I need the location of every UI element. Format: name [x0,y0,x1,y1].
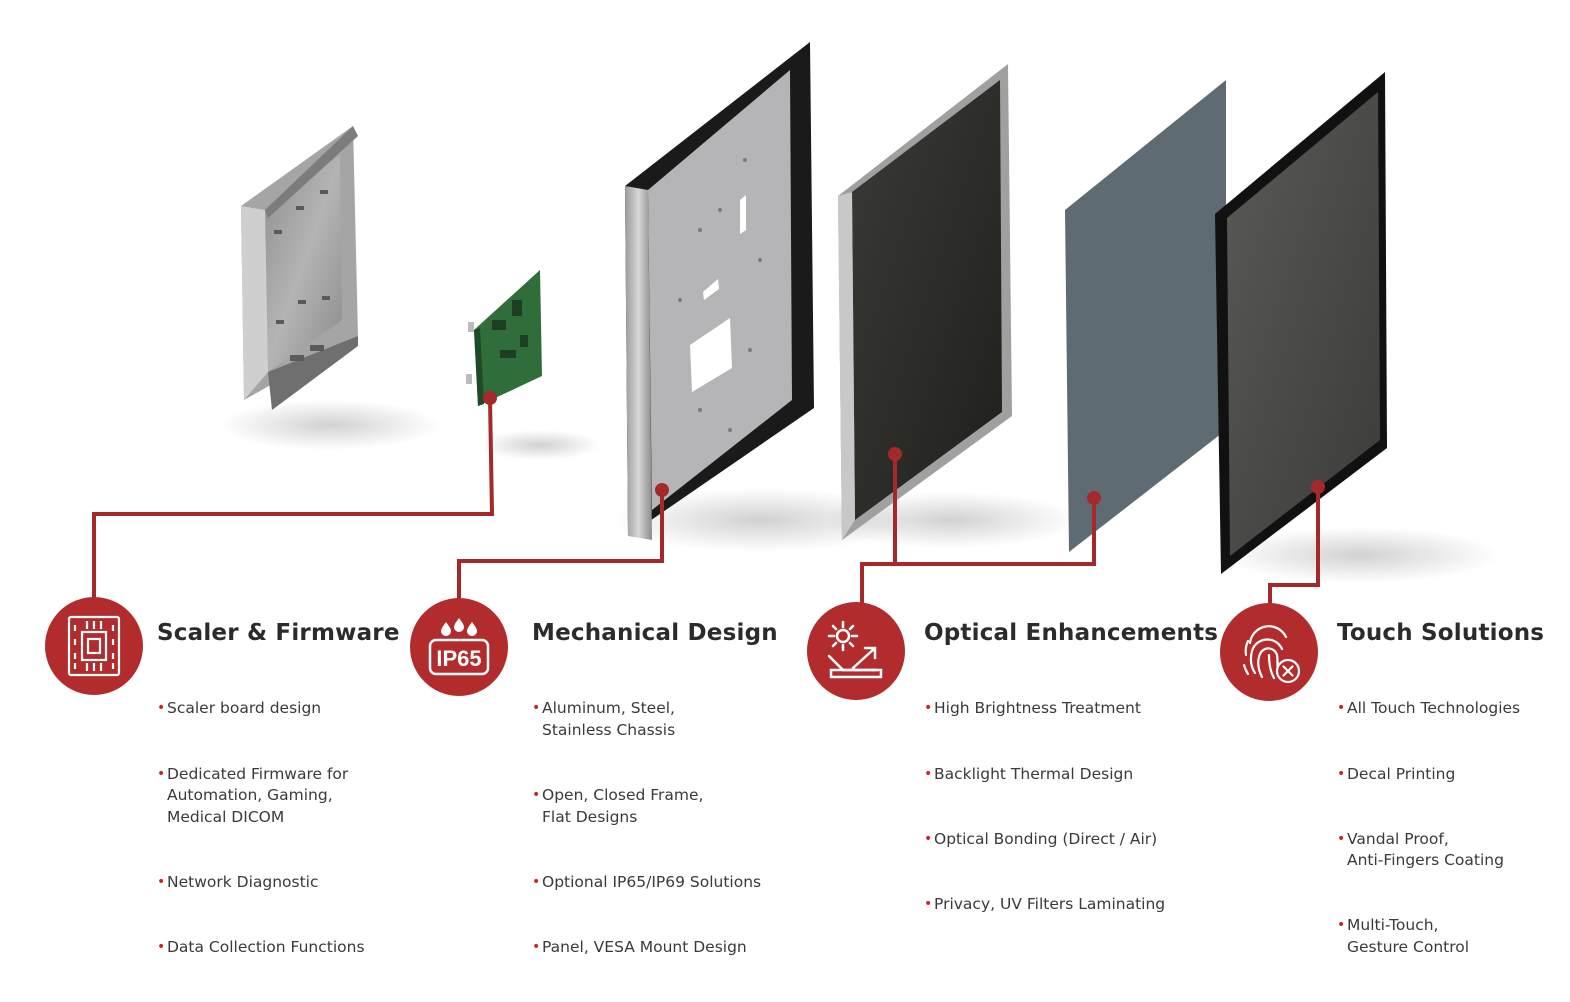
frame-shadow [610,488,910,552]
chassis-shadow [220,400,440,450]
bullet-item: Dedicated Firmware for Automation, Gamin… [157,764,365,829]
feature-bullets: Scaler board design Dedicated Firmware f… [157,655,365,1002]
bullet-item: Optical Bonding (Direct / Air) [924,829,1165,851]
bullet-item: Scaler board design [157,698,365,720]
feature-title: Touch Solutions [1337,620,1545,646]
bullet-item: Multi-Touch, Gesture Control [1337,915,1520,958]
sun-screen-arrow-icon [807,602,905,700]
bullet-item: Decal Printing [1337,764,1520,786]
exploded-display-diagram [92,42,1500,604]
bullet-item: All Touch Technologies [1337,698,1520,720]
feature-bullets: All Touch Technologies Decal Printing Va… [1337,655,1520,1002]
bullet-item: Open, Closed Frame, Flat Designs [532,785,761,828]
feature-bullets: Aluminum, Steel, Stainless Chassis Open,… [532,655,761,1002]
back-chassis [241,126,358,410]
bullet-item: Privacy, UV Filters Laminating [924,894,1165,916]
ip65-badge-icon: IP65 [410,598,508,696]
connector-lines [92,397,1320,604]
touch-glass [1215,72,1387,574]
ip65-label: IP65 [436,646,481,671]
connector-dots [483,391,1325,505]
touch-shadow [1220,527,1500,583]
feature-title: Mechanical Design [532,620,778,646]
feature-title: Optical Enhancements [924,620,1219,646]
bullet-item: Data Collection Functions [157,937,365,959]
bullet-item: Network Diagnostic [157,872,365,894]
circuit-chip-icon [45,597,143,695]
feature-title: Scaler & Firmware [157,620,400,646]
bullet-item: Backlight Thermal Design [924,764,1165,786]
bullet-item: High Brightness Treatment [924,698,1165,720]
fingerprint-icon [1220,603,1318,701]
lcd-panel [838,64,1012,540]
bullet-item: Panel, VESA Mount Design [532,937,761,959]
feature-bullets: High Brightness Treatment Backlight Ther… [924,655,1165,959]
bullet-item: Vandal Proof, Anti-Fingers Coating [1337,829,1520,872]
bullet-item: Aluminum, Steel, Stainless Chassis [532,698,761,741]
optical-filter-sheet [1065,80,1226,552]
board-shadow [480,430,600,460]
bullet-item: Optional IP65/IP69 Solutions [532,872,761,894]
scaler-board [466,270,542,406]
metal-frame [625,42,814,540]
